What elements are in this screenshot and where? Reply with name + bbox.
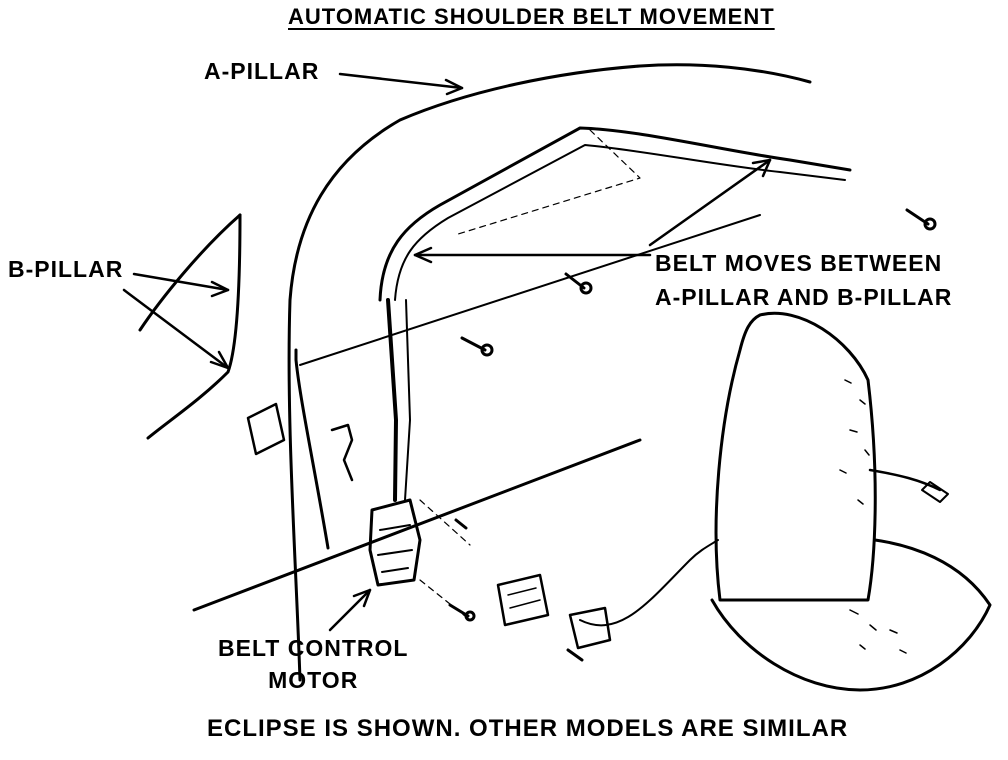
screw-4 xyxy=(454,518,468,530)
b-pillar-label: B-PILLAR xyxy=(8,256,124,282)
a-pillar-outline xyxy=(287,63,812,682)
buckle-cable xyxy=(868,468,942,492)
footer-note: ECLIPSE IS SHOWN. OTHER MODELS ARE SIMIL… xyxy=(207,715,849,742)
motor-housing xyxy=(368,498,422,587)
belt-control-motor-label: BELT CONTROL MOTOR xyxy=(218,632,408,696)
b-pillar-arrow-1 xyxy=(132,272,230,292)
latch-bracket xyxy=(568,606,612,650)
belt-rail-vertical xyxy=(386,298,398,502)
motor-label-line1: BELT CONTROL xyxy=(218,635,409,661)
a-pillar-label: A-PILLAR xyxy=(204,58,320,84)
fuel-door xyxy=(246,402,286,456)
motor-arrow xyxy=(328,588,372,632)
door-handle xyxy=(330,423,354,482)
a-pillar-arrow xyxy=(338,72,464,90)
b-pillar-outline xyxy=(138,213,242,332)
seat-back xyxy=(714,311,877,602)
door-frame-curve xyxy=(294,348,330,550)
belt-moves-label-line1: BELT MOVES BETWEEN xyxy=(655,250,943,276)
belt-moves-label-line2: A-PILLAR AND B-PILLAR xyxy=(655,284,953,310)
belt-rail-vertical-2 xyxy=(404,299,411,501)
b-pillar-window-edge xyxy=(146,213,242,440)
retractor-wire xyxy=(579,539,719,627)
belt-moves-arrow-2 xyxy=(648,158,772,247)
seat-cushion xyxy=(710,538,992,692)
lower-anchor xyxy=(496,573,550,627)
diagram-title: AUTOMATIC SHOULDER BELT MOVEMENT xyxy=(288,4,775,29)
belt-guide-rail-inner xyxy=(394,144,846,301)
motor-label-line2: MOTOR xyxy=(268,667,359,693)
door-belt-line xyxy=(299,214,761,366)
belt-moves-label: BELT MOVES BETWEEN A-PILLAR AND B-PILLAR xyxy=(655,246,952,314)
screw-6 xyxy=(566,648,584,662)
b-pillar-arrow-2 xyxy=(122,288,230,370)
belt-guide-rail xyxy=(378,126,852,302)
